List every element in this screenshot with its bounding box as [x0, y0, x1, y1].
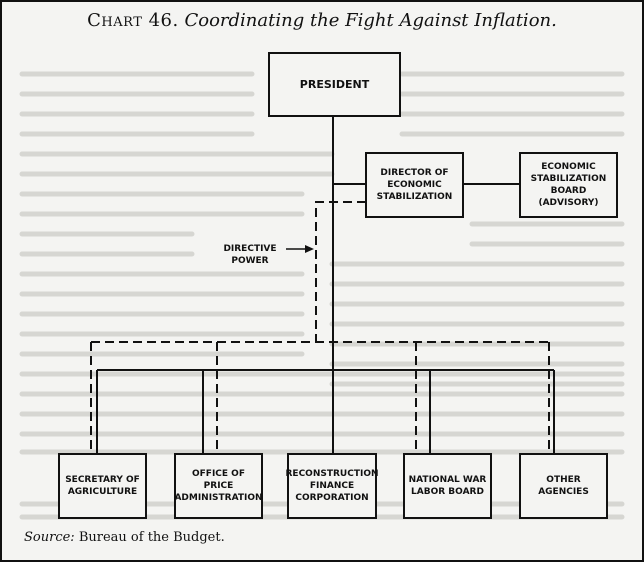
- source-text: Bureau of the Budget.: [78, 530, 225, 545]
- agriculture-box: SECRETARY OF AGRICULTURE: [58, 453, 147, 519]
- president-box: PRESIDENT: [268, 52, 401, 117]
- other-agencies-box: OTHER AGENCIES: [519, 453, 608, 519]
- directive-power-label: DIRECTIVE POWER: [223, 244, 277, 266]
- source-label: Source:: [24, 530, 75, 545]
- advisory-board-box: ECONOMIC STABILIZATION BOARD (ADVISORY): [519, 152, 618, 218]
- rfc-box: RECONSTRUCTION FINANCE CORPORATION: [286, 453, 379, 519]
- source-note: Source: Bureau of the Budget.: [24, 530, 225, 545]
- opa-box: OFFICE OF PRICE ADMINISTRATION: [174, 453, 263, 519]
- nwlb-box: NATIONAL WAR LABOR BOARD: [403, 453, 492, 519]
- chart-title: Chart 46. Coordinating the Fight Against…: [2, 10, 642, 31]
- directive-power-arrow-head: [305, 245, 314, 253]
- chart-title-text: Coordinating the Fight Against Inflation…: [184, 10, 557, 31]
- dashed-director-down-line: [315, 201, 366, 342]
- director-box: DIRECTOR OF ECONOMIC STABILIZATION: [365, 152, 464, 218]
- chart-number: Chart 46.: [87, 10, 179, 31]
